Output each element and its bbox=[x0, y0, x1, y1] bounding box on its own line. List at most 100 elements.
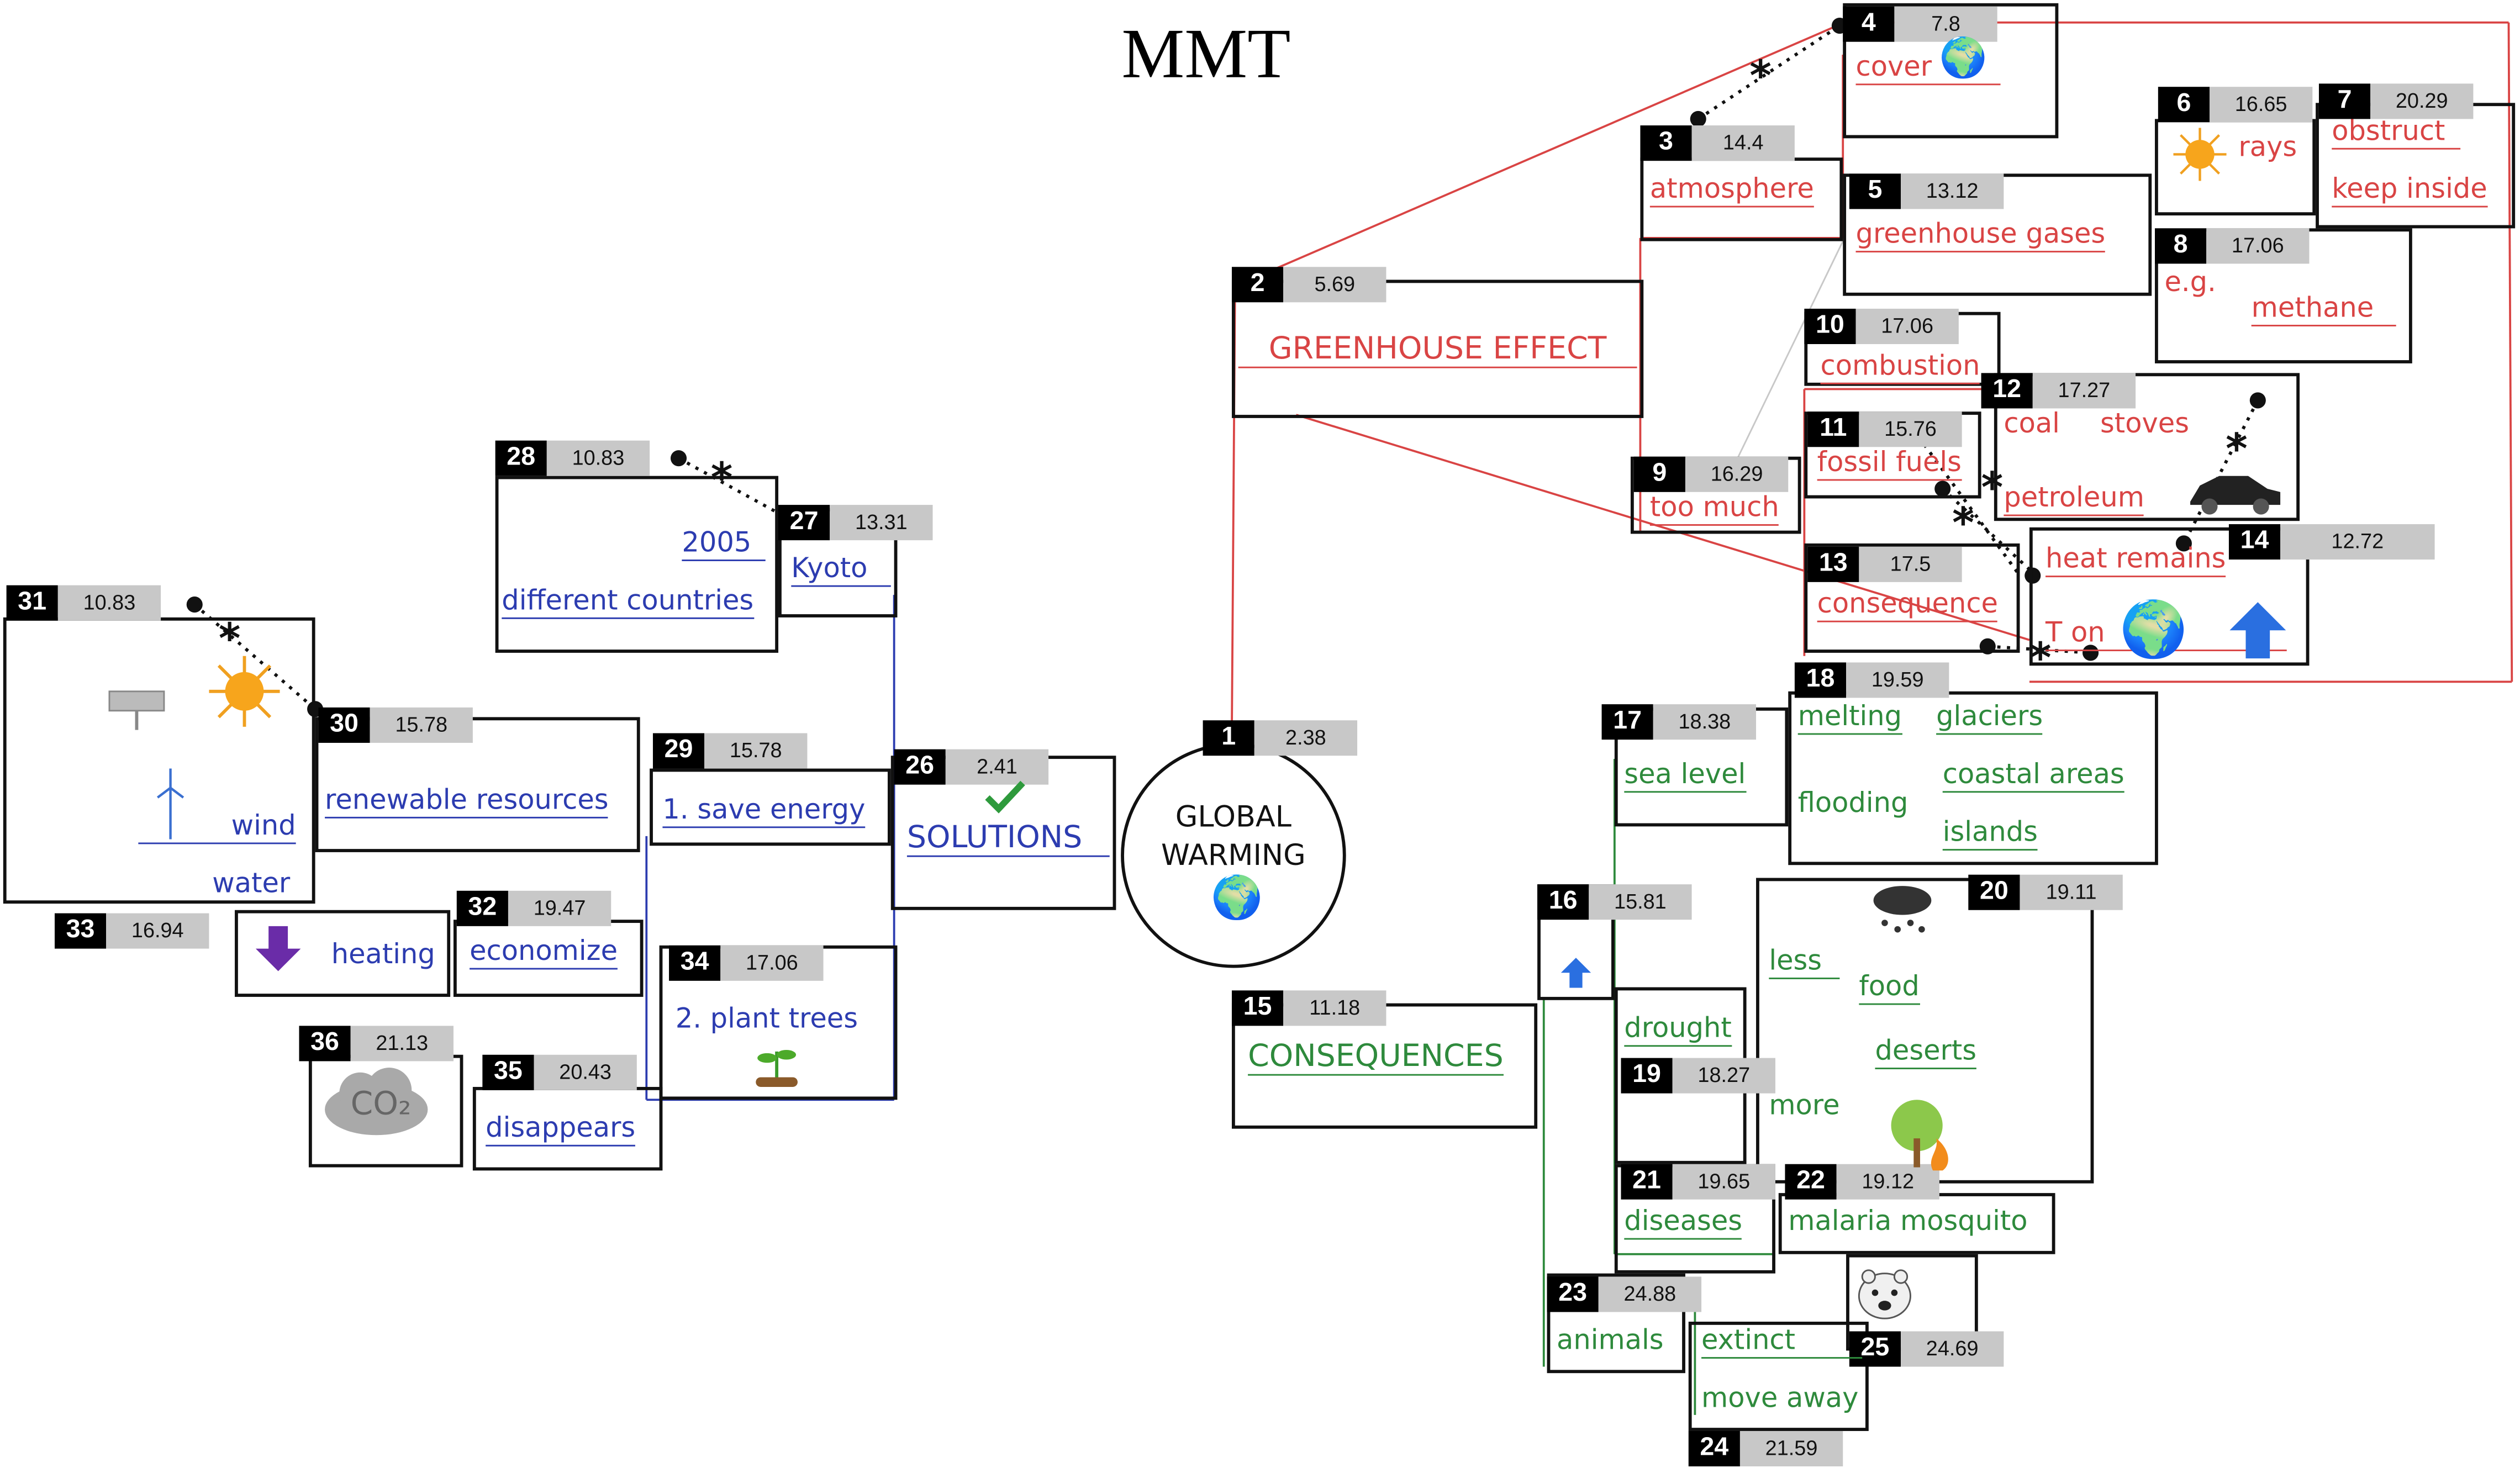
arrow-down-icon bbox=[255, 926, 301, 972]
word-too-much: too much bbox=[1649, 492, 1779, 526]
word-kyoto: Kyoto bbox=[791, 553, 891, 587]
svg-text:*: * bbox=[1981, 463, 2004, 511]
tag-time: 5.69 bbox=[1283, 267, 1386, 303]
word-coal: coal bbox=[2004, 408, 2060, 441]
word-eg: e.g. bbox=[2164, 267, 2216, 299]
tag-time: 12.72 bbox=[2280, 524, 2435, 560]
tag-number: 21 bbox=[1621, 1164, 1673, 1200]
word-melting: melting bbox=[1797, 701, 1902, 735]
word-drought: drought bbox=[1624, 1013, 1732, 1047]
word-t-on: T on bbox=[2045, 617, 2287, 652]
co2-label: CO₂ bbox=[350, 1084, 412, 1123]
word-different-countries: different countries bbox=[502, 585, 754, 619]
tag-number: 20 bbox=[1968, 874, 2020, 910]
tag-number: 1 bbox=[1203, 720, 1254, 756]
tag-number: 29 bbox=[652, 733, 705, 769]
tag-number: 2 bbox=[1231, 267, 1284, 303]
arrow-up-icon bbox=[1560, 958, 1591, 988]
tag-time: 14.4 bbox=[1691, 125, 1795, 161]
tag-time: 18.27 bbox=[1672, 1058, 1775, 1094]
node-box-28 bbox=[495, 476, 779, 653]
globe-icon: 🌍 bbox=[1939, 38, 1987, 81]
node-box-30 bbox=[315, 717, 640, 852]
tag-number: 10 bbox=[1804, 308, 1856, 344]
tag-time: 16.94 bbox=[106, 913, 209, 949]
tag-number: 22 bbox=[1785, 1164, 1837, 1200]
tag-number: 31 bbox=[6, 585, 58, 621]
word-less: less bbox=[1769, 946, 1840, 979]
rain-cloud-icon bbox=[1873, 886, 1932, 933]
tag-time: 24.69 bbox=[1901, 1331, 2004, 1367]
tag-number: 3 bbox=[1640, 125, 1692, 161]
center-line-1: GLOBAL bbox=[1175, 800, 1291, 835]
tag-time: 19.12 bbox=[1836, 1164, 1939, 1200]
word-keep-inside: keep inside bbox=[2332, 173, 2487, 208]
tag-number: 13 bbox=[1807, 546, 1859, 582]
tag-time: 10.83 bbox=[57, 585, 161, 621]
tag-time: 17.5 bbox=[1859, 546, 1962, 582]
car-icon bbox=[2190, 476, 2281, 515]
tag-time: 20.43 bbox=[534, 1054, 637, 1090]
tag-number: 17 bbox=[1601, 704, 1653, 740]
tag-number: 24 bbox=[1688, 1430, 1740, 1467]
word-food: food bbox=[1859, 971, 1920, 1005]
tag-time: 16.65 bbox=[2209, 87, 2313, 123]
word-obstruct: obstruct bbox=[2332, 116, 2461, 150]
tree-fire-icon bbox=[1891, 1100, 1948, 1171]
tag-time: 10.83 bbox=[546, 440, 650, 476]
tag-time: 11.18 bbox=[1283, 990, 1386, 1026]
tag-time: 17.27 bbox=[2032, 373, 2136, 409]
word-cover: cover bbox=[1855, 51, 2001, 86]
tag-number: 23 bbox=[1547, 1276, 1599, 1312]
word-combustion: combustion bbox=[1820, 351, 1980, 384]
tag-number: 35 bbox=[482, 1054, 534, 1090]
node-box-4 bbox=[1843, 3, 2059, 139]
svg-text:*: * bbox=[2029, 633, 2052, 682]
tag-number: 30 bbox=[318, 707, 370, 743]
tag-number: 32 bbox=[456, 890, 508, 926]
word-move-away: move away bbox=[1701, 1382, 1859, 1415]
word-methane: methane bbox=[2251, 293, 2396, 326]
tag-number: 5 bbox=[1849, 173, 1901, 209]
word-water: water bbox=[212, 868, 291, 901]
tag-time: 19.59 bbox=[1846, 662, 1949, 698]
tag-number: 16 bbox=[1537, 884, 1589, 920]
word-greenhouse-gases: greenhouse gases bbox=[1855, 219, 2106, 253]
word-islands: islands bbox=[1942, 817, 2038, 851]
node-box-24 bbox=[1688, 1322, 1869, 1431]
word-flooding: flooding bbox=[1797, 788, 1909, 820]
word-malaria-mosquito: malaria mosquito bbox=[1788, 1206, 2028, 1238]
tag-time: 15.76 bbox=[1859, 411, 1962, 447]
tag-number: 28 bbox=[495, 440, 547, 476]
tag-time: 17.06 bbox=[2206, 228, 2310, 264]
node-box-29 bbox=[650, 768, 891, 846]
tag-number: 33 bbox=[54, 913, 107, 949]
tag-time: 19.11 bbox=[2020, 874, 2123, 910]
tag-time: 2.38 bbox=[1254, 720, 1358, 756]
word-fossil-fuels: fossil fuels bbox=[1817, 447, 1962, 481]
tag-time: 15.78 bbox=[370, 707, 473, 743]
map-title: MMT bbox=[1121, 14, 1291, 93]
global-warming-node: GLOBAL WARMING 🌍 bbox=[1121, 742, 1346, 968]
word-solutions: SOLUTIONS bbox=[906, 820, 1110, 857]
sun-icon bbox=[209, 656, 280, 727]
